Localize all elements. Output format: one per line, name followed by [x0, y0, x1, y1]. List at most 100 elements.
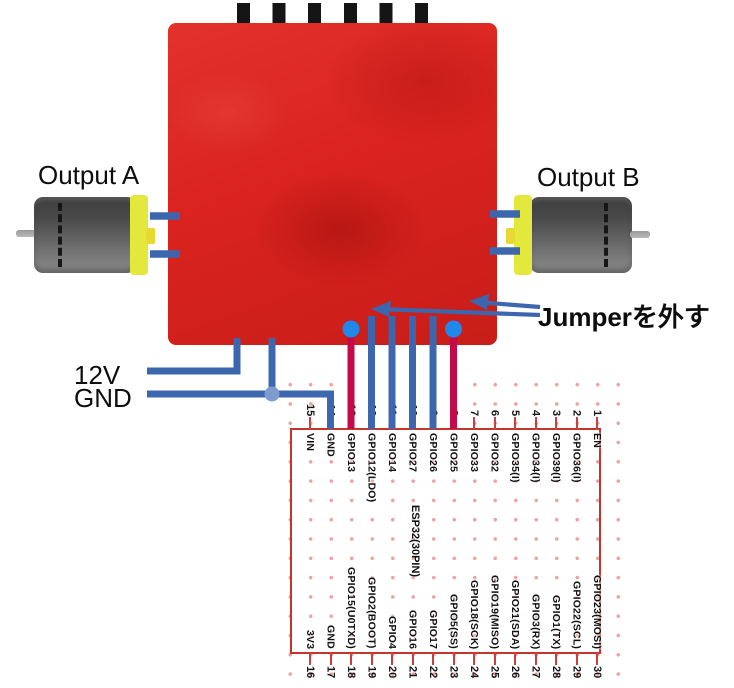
motor-b-end-cap: [514, 195, 532, 275]
motor-b-tab: [506, 228, 515, 244]
pin-label-bottom: GPIO19(MISO): [488, 574, 501, 649]
pin-tick: [309, 417, 311, 430]
pin-tick: [493, 417, 496, 430]
pin-label-bottom: 3V3: [304, 629, 316, 649]
pin-number-top: 6: [488, 409, 501, 416]
pin-number-top: 15: [304, 403, 316, 416]
pin-number-bottom: 30: [591, 666, 603, 679]
output-a-label: Output A: [38, 160, 140, 190]
pin-tick: [555, 417, 557, 430]
pin-number-bottom: 28: [550, 666, 562, 679]
pin-tick: [391, 417, 393, 430]
pin-number-top: 9: [427, 409, 439, 416]
pin-label-bottom: GPIO18(SCK): [468, 579, 480, 649]
pin-tick: [411, 417, 414, 430]
motor-a-tab: [146, 228, 155, 244]
pin-number-bottom: 25: [488, 666, 501, 679]
pin-number-bottom: 21: [406, 666, 419, 679]
pin-tick: [473, 652, 475, 665]
pin-tick: [534, 417, 537, 430]
pin-number-bottom: 29: [570, 666, 583, 679]
pin-label-top: VIN: [304, 433, 316, 452]
pin-label-bottom: GPIO23(MOSI): [591, 574, 603, 649]
pin-label-top: GPIO35(I): [509, 433, 521, 483]
pin-label-bottom: GPIO1(TX): [550, 594, 562, 649]
l298n-motor-driver-board: [168, 23, 497, 345]
pin-number-top: 13: [345, 403, 357, 416]
pin-label-top: GPIO25: [447, 433, 460, 473]
pin-number-top: 7: [468, 409, 480, 416]
supply-12v-label: 12V: [74, 360, 121, 390]
pin-tick: [370, 652, 373, 665]
pin-tick: [575, 417, 578, 430]
pin-number-bottom: 27: [529, 666, 542, 679]
pin-label-bottom: GPIO4: [386, 615, 398, 649]
output-b-label: Output B: [537, 162, 640, 192]
pin-tick: [391, 652, 393, 665]
pin-label-top: GPIO14: [386, 433, 398, 473]
pin-number-bottom: 23: [447, 666, 460, 679]
pin-tick: [432, 652, 434, 665]
pin-tick: [534, 652, 537, 665]
pin-number-top: 2: [570, 409, 583, 416]
pin-label-bottom: GPIO16: [406, 609, 419, 649]
motor-b: [530, 197, 632, 273]
pin-number-top: 11: [386, 404, 398, 416]
pin-label-bottom: GPIO15(U0TXD): [345, 567, 357, 649]
pin-tick: [350, 652, 352, 665]
pin-number-top: 14: [324, 403, 337, 416]
pin-label-bottom: GPIO22(SCL): [570, 580, 583, 649]
pin-label-bottom: GPIO2(BOOT): [365, 577, 378, 649]
pin-tick: [329, 652, 332, 665]
pin-tick: [452, 652, 455, 665]
pin-label-top: GPIO39(I): [550, 433, 562, 483]
pin-number-top: 5: [509, 409, 521, 416]
pin-tick: [432, 417, 434, 430]
motor-b-shaft: [630, 231, 650, 238]
pin-number-top: 12: [365, 403, 378, 416]
pin-tick: [493, 652, 496, 665]
pin-label-bottom: GND: [324, 625, 337, 649]
pin-label-bottom: GPIO17: [427, 609, 439, 649]
pin-label-top: GPIO26: [427, 433, 439, 473]
pin-label-top: GPIO33: [468, 433, 480, 473]
motor-stripe: [58, 203, 62, 267]
pin-label-top: EN: [591, 433, 603, 448]
pin-number-bottom: 26: [509, 666, 521, 679]
motor-a-end-cap: [130, 195, 148, 275]
pin-label-top: GPIO32: [488, 433, 501, 473]
pin-number-top: 10: [406, 403, 419, 416]
pin-tick: [596, 417, 598, 430]
pin-tick: [555, 652, 557, 665]
board-shading: [168, 23, 497, 345]
pin-number-top: 4: [529, 409, 542, 416]
pin-number-top: 1: [591, 409, 603, 416]
jumper-note-label: Jumperを外す: [538, 302, 710, 332]
motor-a-shaft: [16, 230, 36, 237]
pin-label-top: GPIO34(I): [529, 433, 542, 483]
motor-stripe: [604, 203, 608, 267]
supply-gnd-label: GND: [74, 383, 132, 413]
pin-label-bottom: GPIO5(SS): [447, 594, 460, 649]
pin-number-bottom: 20: [386, 666, 398, 679]
pin-tick: [514, 652, 516, 665]
gnd-junction-dot: [264, 386, 280, 402]
pin-label-top: GPIO12(LDO): [365, 433, 378, 503]
pin-number-bottom: 24: [468, 666, 480, 679]
pin-label-top: GPIO13: [345, 433, 357, 473]
pin-number-top: 3: [550, 409, 562, 416]
